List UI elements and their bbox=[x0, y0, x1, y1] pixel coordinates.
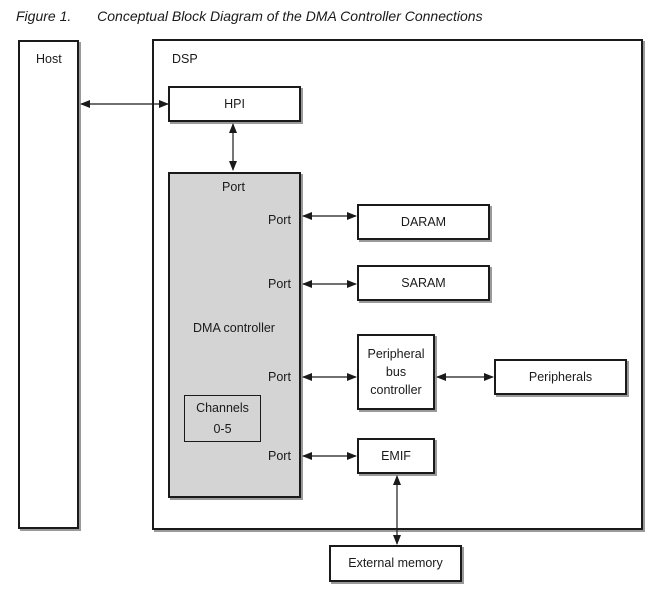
dma-port-daram-label: Port bbox=[268, 213, 291, 227]
dma-controller-block bbox=[168, 172, 301, 498]
dma-top-port-label: Port bbox=[222, 180, 245, 194]
channels-block: Channels 0-5 bbox=[184, 395, 261, 442]
channels-line1: Channels bbox=[196, 400, 249, 415]
hpi-block: HPI bbox=[168, 86, 301, 122]
peripherals-block: Peripherals bbox=[494, 359, 627, 395]
hpi-label: HPI bbox=[224, 96, 245, 111]
peripherals-label: Peripherals bbox=[528, 369, 593, 384]
figure-number: Figure 1. bbox=[16, 8, 72, 24]
figure-title: Conceptual Block Diagram of the DMA Cont… bbox=[97, 8, 483, 24]
dsp-label: DSP bbox=[172, 52, 198, 66]
figure-caption: Figure 1. Conceptual Block Diagram of th… bbox=[16, 8, 483, 24]
dma-port-emif-label: Port bbox=[268, 449, 291, 463]
host-label: Host bbox=[36, 52, 62, 66]
dma-port-saram-label: Port bbox=[268, 277, 291, 291]
peripheral-bus-controller-block: Peripheral bus controller bbox=[357, 334, 435, 410]
emif-label: EMIF bbox=[381, 448, 411, 463]
daram-block: DARAM bbox=[357, 204, 490, 240]
host-block bbox=[18, 40, 79, 529]
dma-controller-label: DMA controller bbox=[193, 321, 275, 335]
channels-line2: 0-5 bbox=[213, 421, 232, 436]
peripheral-bus-line3: controller bbox=[370, 383, 422, 397]
saram-block: SARAM bbox=[357, 265, 490, 301]
dma-port-peripheral-label: Port bbox=[268, 370, 291, 384]
external-memory-block: External memory bbox=[329, 545, 462, 582]
external-memory-label: External memory bbox=[348, 556, 443, 570]
peripheral-bus-line1: Peripheral bbox=[367, 347, 425, 361]
peripheral-bus-line2: bus bbox=[385, 365, 407, 379]
saram-label: SARAM bbox=[401, 275, 446, 290]
emif-block: EMIF bbox=[357, 438, 435, 474]
daram-label: DARAM bbox=[400, 214, 447, 229]
